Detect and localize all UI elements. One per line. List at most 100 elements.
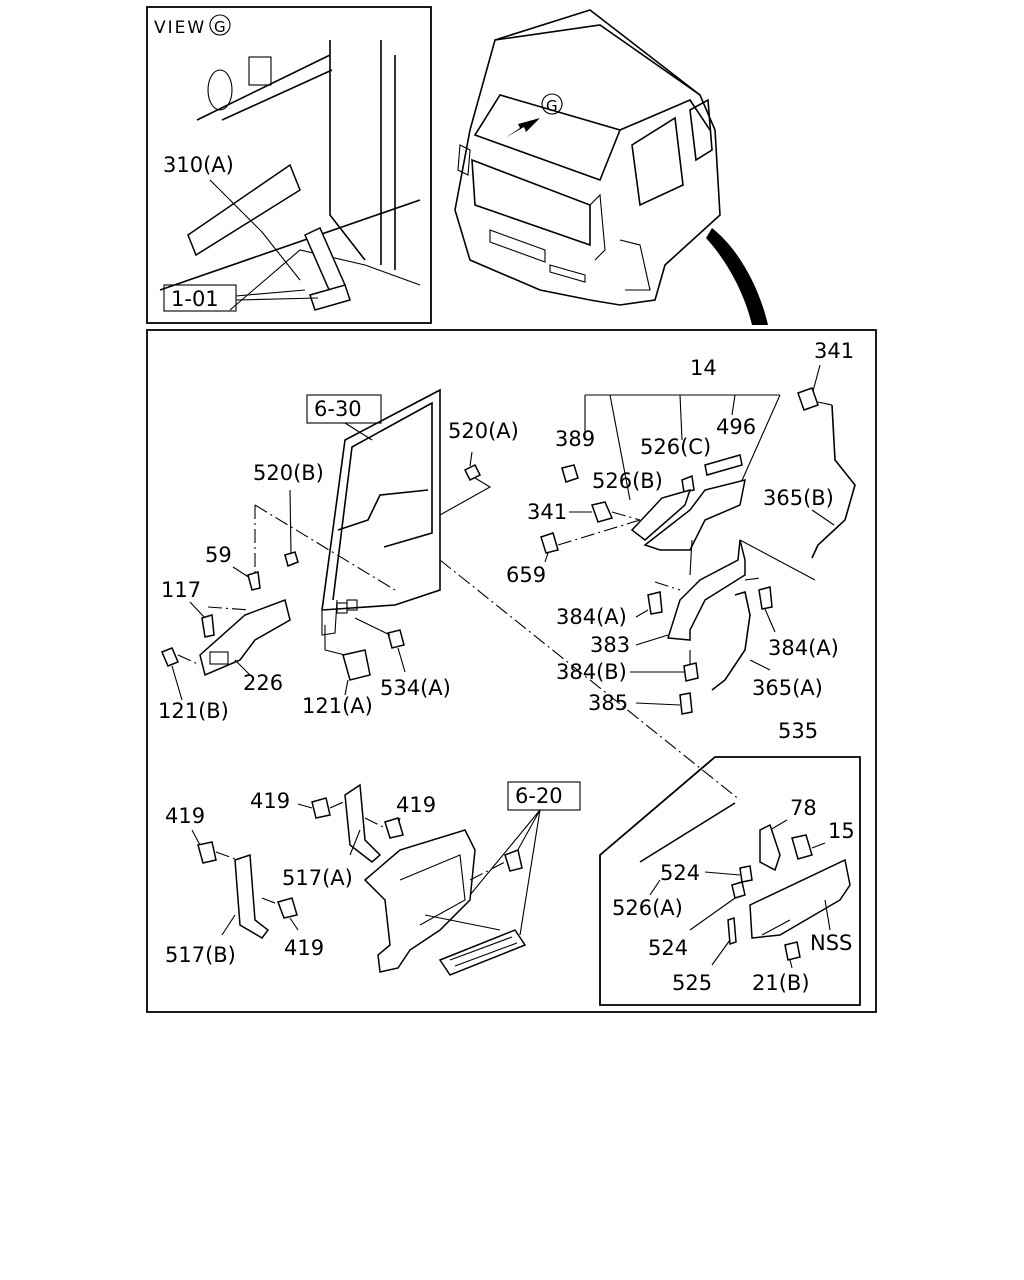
door-outline [321, 388, 441, 611]
door-inner-outline [332, 401, 433, 601]
ref-1-01: 1-01 [171, 287, 219, 311]
trim-526a [639, 802, 736, 863]
door-hole-2 [346, 599, 358, 611]
bracket-14-legs [584, 394, 781, 501]
strip-496 [704, 454, 743, 476]
wheel-arch-383 [667, 539, 746, 641]
striker-121a [342, 649, 371, 681]
view-g-frame [146, 6, 432, 324]
callout-384a-left: 384(A) [556, 605, 627, 629]
cab-side-window [631, 116, 684, 207]
clip-59 [247, 571, 261, 591]
cab-roof [494, 24, 701, 96]
main-detail-frame [146, 329, 877, 1013]
truck-cab: G [454, 9, 768, 325]
leader-nss [824, 899, 831, 931]
ref-box-6-30 [306, 394, 382, 424]
callout-419-bottom: 419 [284, 936, 324, 960]
pedal-base [309, 284, 351, 311]
leader-524-top [704, 871, 741, 876]
bolt-419-top [311, 797, 331, 819]
leader-121a-door [324, 625, 346, 656]
screw-385 [679, 692, 693, 715]
callout-419-left: 419 [165, 804, 205, 828]
callout-517b: 517(B) [165, 943, 236, 967]
callout-14: 14 [690, 356, 717, 380]
skirt-slot [761, 919, 791, 936]
fender-panel [643, 478, 746, 551]
leader-59 [232, 566, 251, 579]
callout-520b: 520(B) [253, 461, 324, 485]
dash-419-left [215, 851, 239, 861]
leader-226 [234, 659, 251, 676]
nut-520b [284, 551, 299, 568]
rod-365b [811, 404, 856, 559]
side-skirt-nss [749, 858, 851, 939]
dash-419-top [329, 799, 349, 809]
callout-526b: 526(B) [592, 469, 663, 493]
dash-419-topright [364, 817, 386, 829]
leader-121a [344, 679, 349, 696]
cab-headlight [549, 264, 586, 283]
leader-520b [289, 489, 292, 554]
inset-round-hole [207, 69, 233, 111]
bolt-6-20 [504, 848, 523, 872]
leader-517a [349, 829, 361, 856]
inset-pillar [329, 40, 366, 261]
leader-117 [189, 601, 206, 619]
view-marker-letter: G [214, 18, 226, 36]
cab-window-top [619, 99, 711, 131]
callout-384a-right: 384(A) [768, 636, 839, 660]
leader-419-bottom [289, 917, 299, 931]
nut-520a [463, 463, 482, 482]
leader-365a [749, 659, 771, 671]
door-lower [321, 599, 338, 636]
clip-384a-left [647, 591, 663, 615]
callout-117: 117 [161, 578, 201, 602]
bolt-341-top [797, 387, 819, 411]
callout-526a: 526(A) [612, 896, 683, 920]
callout-517a: 517(A) [282, 866, 353, 890]
dash-door-to-535 [439, 559, 741, 801]
clip-384b [683, 662, 699, 682]
bolt-419-left [197, 841, 217, 864]
ref-box-6-20 [507, 781, 581, 811]
inset-panel-edge-2 [221, 69, 333, 121]
dash-117 [207, 606, 251, 611]
clip-526c [681, 474, 695, 493]
bolt-389 [561, 464, 579, 483]
leader-6-20 [469, 809, 541, 936]
bracket-517b [234, 853, 270, 939]
dash-6-20 [469, 861, 506, 881]
callout-419-topright: 419 [396, 793, 436, 817]
cab-vent [489, 229, 546, 263]
dash-419-bottom [261, 897, 281, 906]
ref-box-1-01 [163, 284, 237, 312]
view-label: VIEW [154, 18, 206, 38]
clip-525 [727, 916, 737, 946]
screw-121b [161, 647, 179, 667]
callout-659: 659 [506, 563, 546, 587]
callout-419-top: 419 [250, 789, 290, 813]
step-tread-leader [424, 914, 501, 931]
door-window-sill [337, 489, 429, 531]
view-direction-arrow [505, 118, 540, 138]
cab-rear-window [689, 98, 713, 162]
dash-659 [557, 519, 641, 546]
dash-121b [177, 654, 201, 666]
step-tread-grip [449, 936, 518, 967]
bracket-517a [344, 783, 382, 863]
leader-384a-left [635, 609, 649, 618]
callout-525: 525 [672, 971, 712, 995]
leader-659 [544, 552, 549, 563]
dash-341-mid [611, 511, 641, 521]
callout-226: 226 [243, 671, 283, 695]
leader-21b [789, 959, 793, 969]
inset-square-hole [248, 56, 272, 86]
callout-341-top: 341 [814, 339, 854, 363]
callout-341-mid: 341 [527, 500, 567, 524]
leader-385 [635, 702, 681, 706]
leader-534a [397, 647, 406, 673]
seal-526b [630, 488, 692, 541]
ref-6-20: 6-20 [515, 784, 563, 808]
